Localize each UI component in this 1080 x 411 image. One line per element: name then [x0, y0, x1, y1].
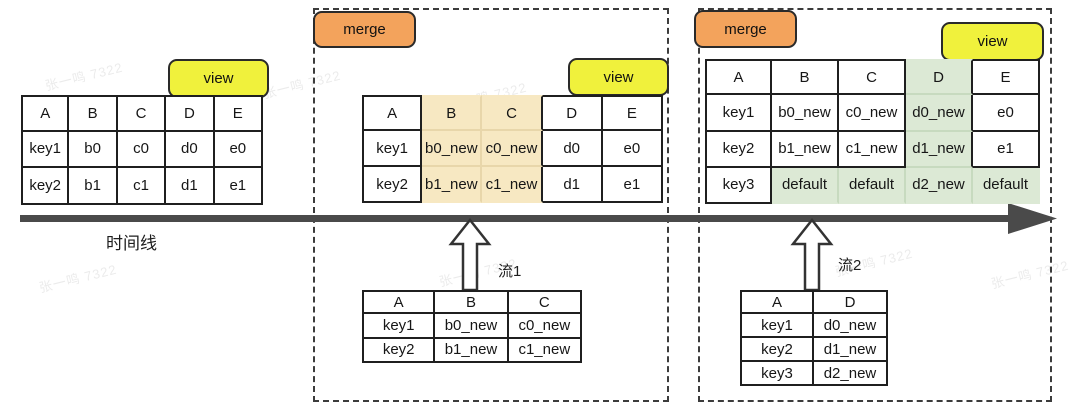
table-cell: b1 [69, 168, 118, 205]
table-header-cell: A [21, 95, 70, 132]
view-badge-middle: view [568, 58, 669, 96]
table-cell: d0_new [906, 95, 973, 132]
table-header-cell: B [772, 59, 839, 96]
view-badge-left: view [168, 59, 269, 98]
table-header-cell: E [214, 95, 263, 132]
table-header-cell: C [117, 95, 167, 132]
table-header-cell: A [740, 290, 814, 314]
table-cell: d0_new [814, 314, 888, 338]
table-cell: e1 [214, 168, 263, 205]
watermark: 张一鸣 7322 [43, 59, 125, 94]
table-cell: default [973, 167, 1040, 204]
table-header-cell: C [508, 290, 582, 315]
table-cell: key2 [21, 168, 70, 205]
table-cell: d1 [166, 168, 215, 205]
table-header-cell: A [705, 59, 772, 96]
table-cell: default [772, 167, 839, 204]
table-cell: d0 [542, 131, 603, 167]
table-cell: c1_new [839, 131, 906, 168]
table-cell: key3 [740, 362, 814, 386]
timeline-label: 时间线 [106, 234, 157, 253]
table-header-cell: A [362, 95, 423, 131]
table-header-cell: D [906, 59, 973, 96]
table-header-cell: B [422, 95, 483, 131]
table-cell: c0 [117, 131, 167, 169]
table-cell: b0_new [435, 314, 509, 339]
stream1-label: 流1 [498, 263, 522, 280]
table-cell: d2_new [906, 167, 973, 204]
merge-badge-2: merge [694, 10, 797, 48]
table-cell: e1 [973, 131, 1040, 168]
table-cell: b0 [69, 131, 118, 169]
table-header-cell: D [166, 95, 215, 132]
stream2-label: 流2 [838, 257, 862, 274]
table-header-cell: A [362, 290, 436, 315]
table-cell: c1_new [508, 338, 582, 363]
table-cell: c0_new [839, 95, 906, 132]
table-header-cell: D [814, 290, 888, 314]
table-cell: c0_new [508, 314, 582, 339]
merge-badge-1: merge [313, 11, 416, 48]
table-cell: key2 [362, 167, 423, 203]
table-cell: key2 [362, 338, 436, 363]
table-header-cell: E [973, 59, 1040, 96]
table-header-cell: C [482, 95, 543, 131]
table-cell: key1 [362, 131, 423, 167]
table-cell: b0_new [772, 95, 839, 132]
table-cell: d1_new [906, 131, 973, 168]
merge-region-1 [313, 8, 669, 402]
view-badge-right: view [941, 22, 1044, 61]
table-cell: b0_new [422, 131, 483, 167]
table-header-cell: D [542, 95, 603, 131]
table-cell: key2 [705, 131, 772, 168]
table-cell: key2 [740, 338, 814, 362]
table-header-cell: E [602, 95, 663, 131]
table-header-cell: B [435, 290, 509, 315]
watermark: 张一鸣 7322 [37, 261, 119, 296]
table-cell: c0_new [482, 131, 543, 167]
table-cell: e1 [602, 167, 663, 203]
table-cell: key3 [705, 167, 772, 204]
table-cell: default [839, 167, 906, 204]
table-cell: key1 [740, 314, 814, 338]
table-cell: b1_new [422, 167, 483, 203]
table-cell: d1 [542, 167, 603, 203]
table-header-cell: B [69, 95, 118, 132]
table-cell: e0 [973, 95, 1040, 132]
table-cell: b1_new [772, 131, 839, 168]
table-cell: e0 [214, 131, 263, 169]
table-cell: d0 [166, 131, 215, 169]
table-cell: d2_new [814, 362, 888, 386]
table-cell: c1 [117, 168, 167, 205]
table-cell: c1_new [482, 167, 543, 203]
table-cell: key1 [21, 131, 70, 169]
table-cell: e0 [602, 131, 663, 167]
table-cell: d1_new [814, 338, 888, 362]
table-header-cell: C [839, 59, 906, 96]
table-cell: b1_new [435, 338, 509, 363]
table-cell: key1 [362, 314, 436, 339]
table-cell: key1 [705, 95, 772, 132]
